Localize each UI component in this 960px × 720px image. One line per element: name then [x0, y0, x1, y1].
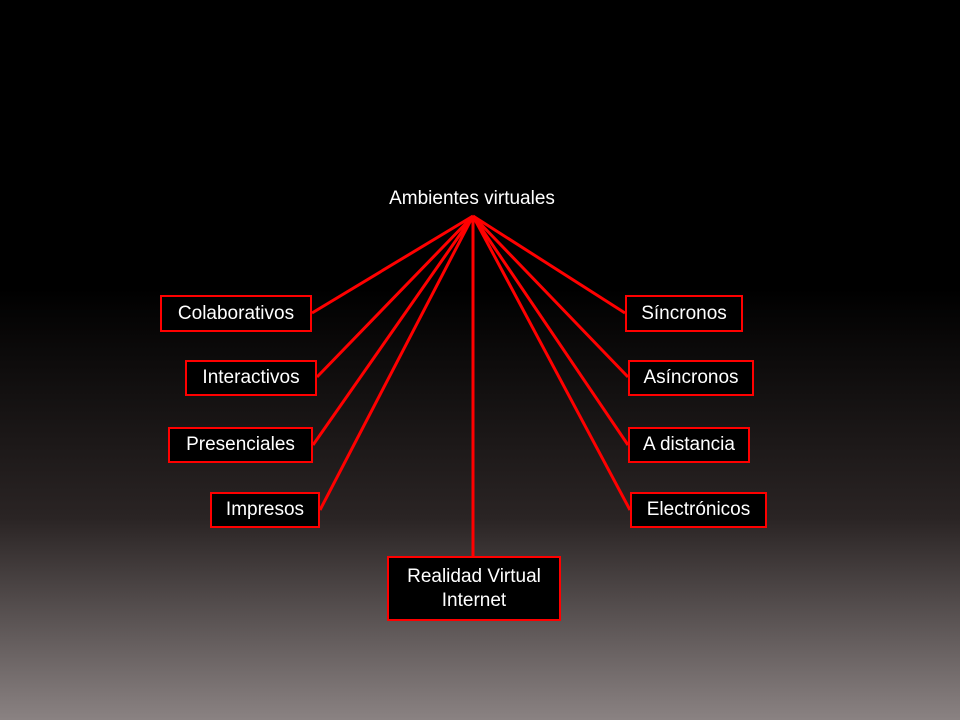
line-to-sincronos: [472, 214, 626, 315]
line-to-a-distancia: [471, 215, 630, 446]
node-asincronos: Asíncronos: [628, 360, 754, 396]
node-sincronos: Síncronos: [625, 295, 743, 332]
line-to-asincronos: [471, 214, 630, 379]
node-presenciales: Presenciales: [168, 427, 313, 463]
root-node: Ambientes virtuales: [389, 188, 555, 209]
line-to-electronicos: [471, 215, 632, 511]
node-realidad-virtual-line1: Realidad Virtual: [407, 565, 541, 587]
node-electronicos: Electrónicos: [630, 492, 767, 528]
line-to-impresos: [318, 215, 475, 511]
line-to-interactivos: [315, 214, 475, 379]
node-realidad-virtual-internet: Realidad Virtual Internet: [387, 556, 561, 621]
node-impresos: Impresos: [210, 492, 320, 528]
line-to-colaborativos: [311, 214, 474, 315]
node-a-distancia: A distancia: [628, 427, 750, 463]
node-realidad-virtual-line2: Internet: [441, 589, 507, 611]
node-interactivos: Interactivos: [185, 360, 317, 396]
line-to-presenciales: [311, 215, 475, 446]
node-colaborativos: Colaborativos: [160, 295, 312, 332]
